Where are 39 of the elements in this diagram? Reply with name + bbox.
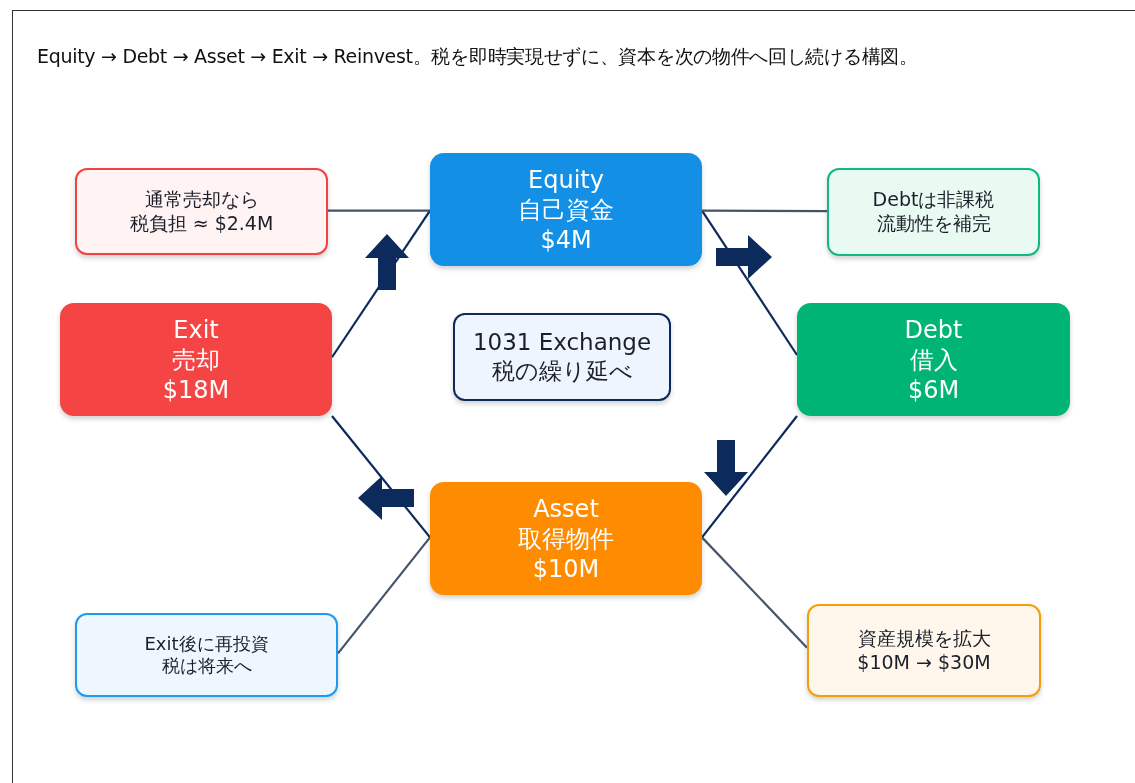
node-text: 資産規模を拡大 xyxy=(857,626,991,651)
node-text: 税の繰り延べ xyxy=(491,357,633,386)
connector-line xyxy=(701,536,808,649)
process-box xyxy=(430,153,702,266)
note-box xyxy=(75,613,338,697)
node-text: 通常売却なら xyxy=(144,187,259,212)
process-box xyxy=(797,303,1070,416)
node-text: 自己資金 xyxy=(518,194,614,225)
connector-line xyxy=(337,536,431,654)
node-text: $6M xyxy=(907,374,960,405)
node-text: 税は将来へ xyxy=(161,655,252,678)
node-text: 1031 Exchange xyxy=(472,328,652,357)
node-text: 税負担 ≈ $2.4M xyxy=(129,211,274,236)
process-box xyxy=(430,482,702,595)
note-box xyxy=(827,168,1040,256)
process-box xyxy=(60,303,332,416)
connector-line xyxy=(702,209,827,213)
center-box xyxy=(453,313,671,401)
node-text: 取得物件 xyxy=(518,523,614,554)
node-text: Exit後に再投資 xyxy=(144,632,269,655)
note-box xyxy=(75,168,328,255)
connector-line xyxy=(331,415,431,539)
node-text: $10M → $30M xyxy=(857,650,991,675)
connector-line xyxy=(328,209,430,212)
diagram-title: Equity → Debt → Asset → Exit → Reinvest。税を即時実現せずに、資本を次の物件へ回し続ける構図。 xyxy=(37,44,919,69)
connector-line xyxy=(701,415,798,539)
node-text: Equity xyxy=(528,164,604,195)
note-box xyxy=(807,604,1041,697)
node-text: $18M xyxy=(162,374,230,405)
node-text: Asset xyxy=(533,493,599,524)
node-text: Debt xyxy=(904,314,963,345)
node-text: 売却 xyxy=(172,344,220,375)
node-text: $10M xyxy=(532,553,600,584)
node-text: $4M xyxy=(540,224,592,255)
node-text: 借入 xyxy=(909,344,958,375)
node-text: Exit xyxy=(173,314,219,345)
node-text: Debtは非課税 xyxy=(872,188,995,212)
connector-line xyxy=(701,210,798,356)
node-text: 流動性を補完 xyxy=(876,212,991,236)
